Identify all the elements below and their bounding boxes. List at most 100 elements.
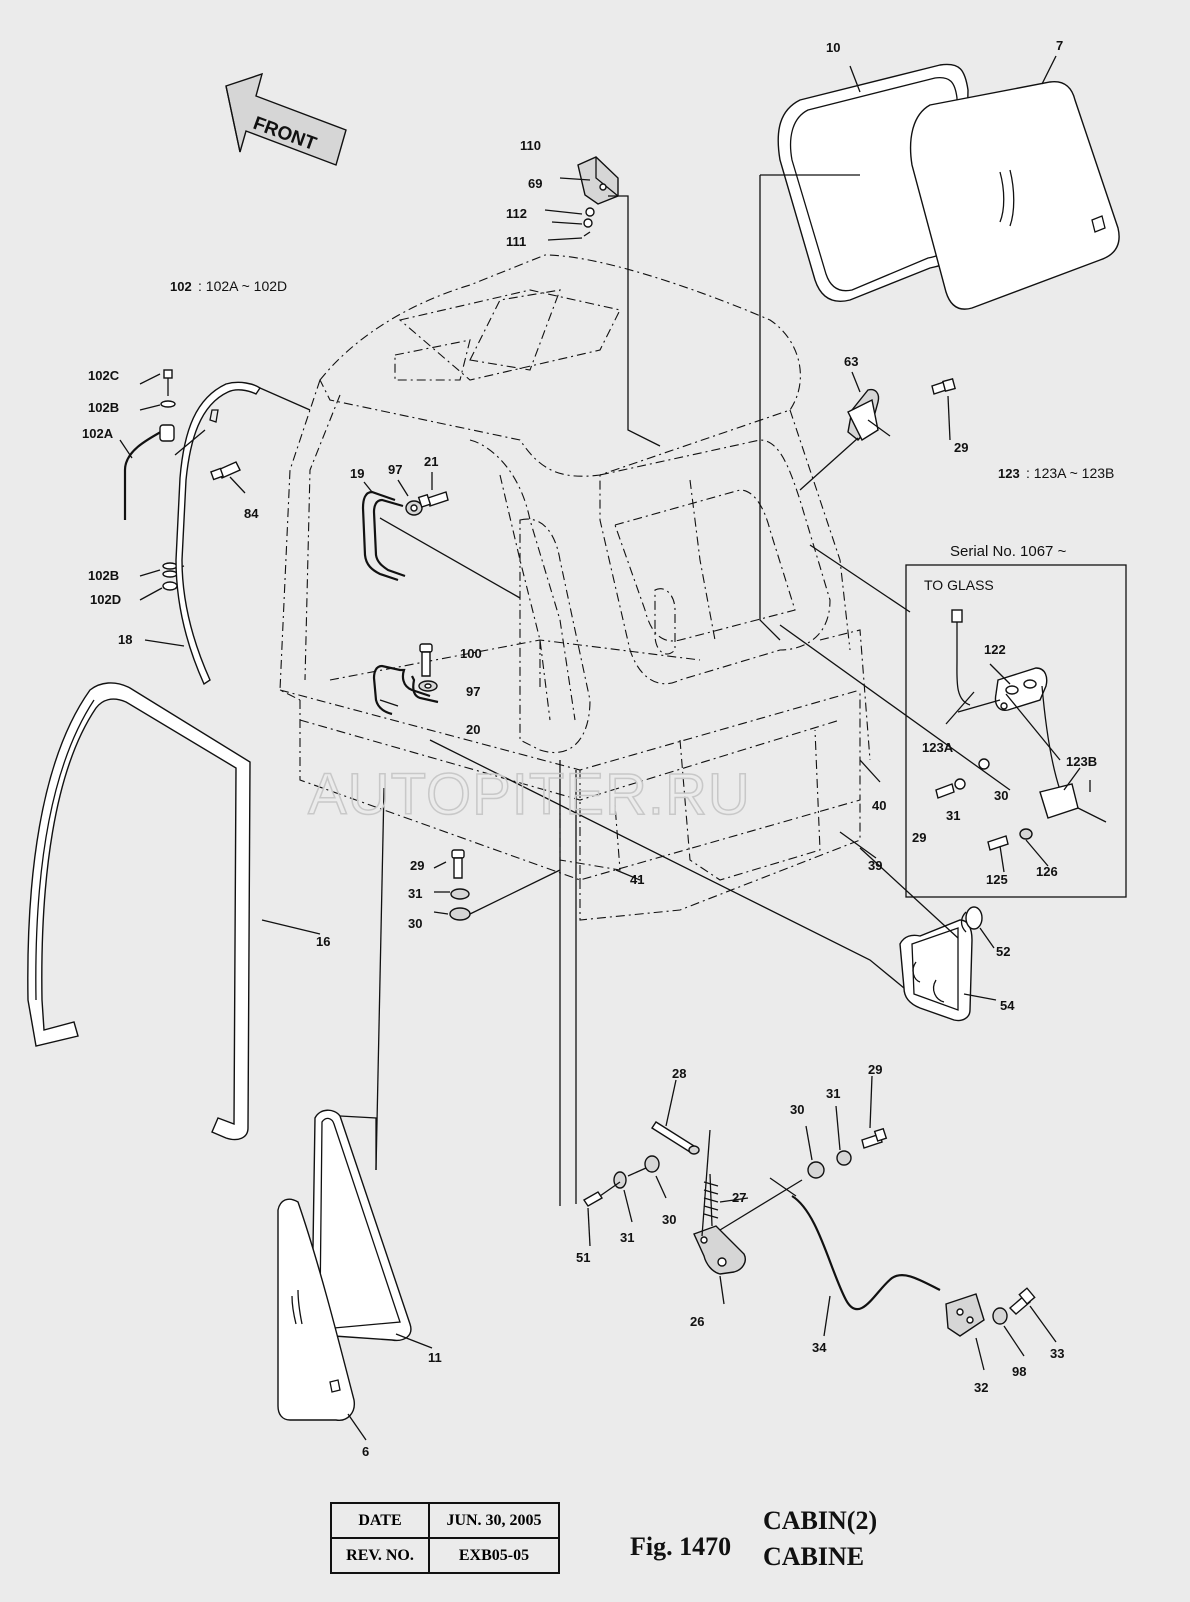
part-28-rod bbox=[651, 1121, 700, 1155]
label-40: 40 bbox=[872, 798, 886, 813]
label-63: 63 bbox=[844, 354, 858, 369]
part-100-bolt bbox=[419, 643, 433, 677]
part-6-glass bbox=[277, 1198, 355, 1421]
part-19-handle bbox=[361, 490, 521, 599]
part-11-seal bbox=[311, 787, 412, 1342]
part-31-washer-left bbox=[450, 888, 470, 900]
group-range-102: : 102A ~ 102D bbox=[198, 278, 287, 294]
label-111: 111 bbox=[506, 234, 526, 249]
leader-line bbox=[469, 869, 561, 915]
leader-line bbox=[759, 175, 781, 641]
inset-serial-box bbox=[905, 564, 1127, 898]
label-51: 51 bbox=[576, 1250, 590, 1265]
part-102-grab-rail bbox=[123, 369, 185, 591]
leader-line bbox=[809, 544, 911, 613]
title-block: DATE JUN. 30, 2005 REV. NO. EXB05-05 bbox=[330, 1502, 560, 1574]
part-27-spring bbox=[703, 1173, 719, 1227]
label-102A: 102A bbox=[82, 426, 114, 441]
leader-line bbox=[779, 624, 1011, 791]
label-26: 26 bbox=[690, 1314, 704, 1329]
part-20-handle bbox=[372, 664, 439, 716]
figure-title-en: CABIN(2) bbox=[763, 1506, 878, 1535]
label-122: 122 bbox=[984, 642, 1006, 657]
label-84: 84 bbox=[244, 506, 259, 521]
title-block-rev-row: REV. NO. EXB05-05 bbox=[330, 1537, 560, 1574]
label-29-lower: 29 bbox=[868, 1062, 882, 1077]
group-note-102: 102 : 102A ~ 102D bbox=[170, 278, 287, 294]
group-key-102: 102 bbox=[170, 279, 192, 294]
group-range-123: : 123A ~ 123B bbox=[1026, 465, 1114, 481]
label-100: 100 bbox=[460, 646, 482, 661]
label-69: 69 bbox=[528, 176, 542, 191]
part-110-bracket bbox=[544, 156, 661, 447]
label-6: 6 bbox=[362, 1444, 369, 1459]
label-29-inset: 29 bbox=[912, 830, 926, 845]
front-arrow: FRONT bbox=[225, 72, 347, 166]
label-31-lower: 31 bbox=[826, 1086, 840, 1101]
part-84-bolt bbox=[210, 461, 246, 494]
label-31-left: 31 bbox=[408, 886, 422, 901]
cabin-body bbox=[279, 254, 871, 921]
lower-fasteners bbox=[559, 760, 888, 1207]
label-19: 19 bbox=[350, 466, 364, 481]
label-123B: 123B bbox=[1066, 754, 1097, 769]
label-102B-top: 102B bbox=[88, 400, 119, 415]
label-123A: 123A bbox=[922, 740, 954, 755]
rev-value: EXB05-05 bbox=[428, 1537, 560, 1574]
part-7-window-glass bbox=[909, 81, 1120, 310]
label-97-top: 97 bbox=[388, 462, 402, 477]
label-31-inset: 31 bbox=[946, 808, 960, 823]
date-value: JUN. 30, 2005 bbox=[428, 1502, 560, 1539]
label-18: 18 bbox=[118, 632, 132, 647]
label-27: 27 bbox=[732, 1190, 746, 1205]
part-97-washer-top bbox=[405, 500, 423, 516]
label-29-left: 29 bbox=[410, 858, 424, 873]
label-11: 11 bbox=[428, 1350, 442, 1365]
part-16-door-seal bbox=[27, 682, 251, 1141]
label-41: 41 bbox=[630, 872, 644, 887]
figure-title-fr: CABINE bbox=[763, 1542, 865, 1571]
part-29-bolt-top bbox=[931, 378, 956, 395]
inset-to-glass-label: TO GLASS bbox=[924, 577, 994, 593]
part-34-cable bbox=[769, 1177, 941, 1311]
label-30-mid: 30 bbox=[662, 1212, 676, 1227]
part-54-panel bbox=[429, 739, 973, 1022]
part-97-washer-mid bbox=[418, 680, 438, 692]
label-39: 39 bbox=[868, 858, 882, 873]
rev-label: REV. NO. bbox=[330, 1537, 430, 1574]
label-10: 10 bbox=[826, 40, 840, 55]
watermark: AUTOPITER.RU bbox=[308, 762, 751, 827]
part-30-washer-left bbox=[449, 907, 471, 921]
group-note-123: 123 : 123A ~ 123B bbox=[998, 465, 1114, 481]
part-32-bracket bbox=[945, 1293, 985, 1337]
label-7: 7 bbox=[1056, 38, 1063, 53]
label-32: 32 bbox=[974, 1380, 988, 1395]
label-30-left: 30 bbox=[408, 916, 422, 931]
inset-serial-title: Serial No. 1067 ~ bbox=[950, 543, 1067, 560]
label-52: 52 bbox=[996, 944, 1010, 959]
part-26-lever bbox=[693, 1129, 803, 1275]
label-125: 125 bbox=[986, 872, 1008, 887]
figure-number: Fig. 1470 bbox=[630, 1532, 732, 1561]
label-54: 54 bbox=[1000, 998, 1015, 1013]
label-112: 112 bbox=[506, 206, 527, 221]
label-16: 16 bbox=[316, 934, 330, 949]
label-102B-bot: 102B bbox=[88, 568, 119, 583]
part-18-handrail bbox=[174, 381, 311, 686]
part-29-bolt-left bbox=[451, 849, 465, 879]
date-label: DATE bbox=[330, 1502, 430, 1539]
label-21: 21 bbox=[424, 454, 438, 469]
group-key-123: 123 bbox=[998, 466, 1020, 481]
part-21-bolt bbox=[417, 491, 449, 508]
leader-line bbox=[1005, 693, 1061, 761]
title-block-date-row: DATE JUN. 30, 2005 bbox=[330, 1502, 560, 1539]
label-97-mid: 97 bbox=[466, 684, 480, 699]
part-52-clip bbox=[960, 906, 983, 933]
label-20: 20 bbox=[466, 722, 480, 737]
label-29-top: 29 bbox=[954, 440, 968, 455]
part-number-labels: 10 7 110 69 112 111 102C 102B 102A 84 10… bbox=[82, 38, 1097, 1459]
part-98-washer bbox=[992, 1307, 1008, 1325]
label-31-mid: 31 bbox=[620, 1230, 634, 1245]
label-102C: 102C bbox=[88, 368, 120, 383]
